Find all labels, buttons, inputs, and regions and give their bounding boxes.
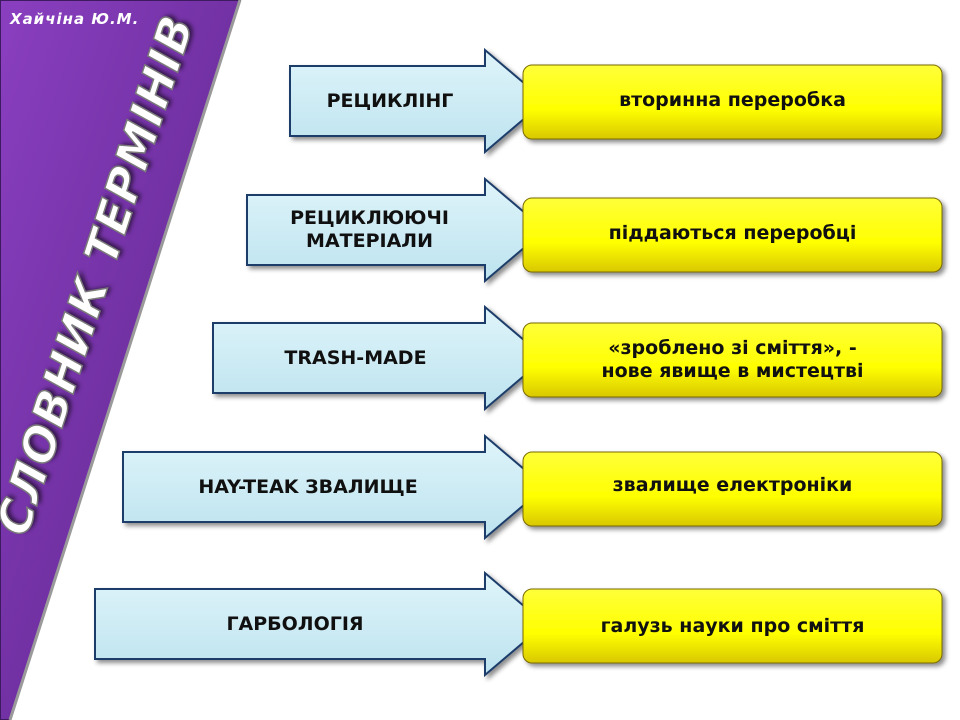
side-panel [0, 0, 242, 720]
term-arrow-1 [289, 47, 547, 155]
term-label-2: РЕЦИКЛЮЮЧІ МАТЕРІАЛИ [247, 195, 492, 265]
definition-box-4 [522, 451, 943, 527]
definition-text-4: звалище електроніки [612, 473, 853, 496]
term-arrow-4 [122, 433, 547, 541]
term-label-4: HAY-TEAK ЗВАЛИЩЕ [123, 452, 493, 522]
author-name: Хайчіна Ю.М. [10, 10, 140, 28]
term-text-5: ГАРБОЛОГІЯ [226, 612, 364, 635]
definition-label-3: «зроблено зі сміття», - нове явище в мис… [523, 323, 942, 397]
definition-label-2: піддаються переробці [523, 198, 942, 268]
definition-text-1: вторинна переробка [619, 88, 846, 111]
term-arrow-5 [94, 570, 547, 678]
term-arrow-3 [212, 304, 547, 412]
definition-label-1: вторинна переробка [523, 65, 942, 135]
term-text-4: HAY-TEAK ЗВАЛИЩЕ [198, 475, 418, 498]
term-text-3: TRASH-MADE [284, 346, 427, 369]
definition-box-3 [522, 322, 943, 398]
side-panel-edge [8, 0, 242, 720]
definition-label-5: галузь науки про сміття [523, 589, 942, 663]
definition-box-2 [522, 197, 943, 273]
term-arrow-2 [246, 176, 547, 284]
term-label-1: РЕЦИКЛІНГ [290, 66, 490, 136]
definition-text-2: піддаються переробці [608, 221, 857, 244]
definition-box-1 [522, 64, 943, 140]
term-label-5: ГАРБОЛОГІЯ [95, 589, 495, 659]
definition-label-4: звалище електроніки [523, 452, 942, 518]
term-text-2: РЕЦИКЛЮЮЧІ МАТЕРІАЛИ [290, 207, 449, 252]
term-label-3: TRASH-MADE [213, 323, 498, 393]
definition-box-5 [522, 588, 943, 664]
definition-text-3: «зроблено зі сміття», - нове явище в мис… [601, 337, 864, 382]
term-text-1: РЕЦИКЛІНГ [326, 89, 454, 112]
definition-text-5: галузь науки про сміття [600, 614, 865, 637]
